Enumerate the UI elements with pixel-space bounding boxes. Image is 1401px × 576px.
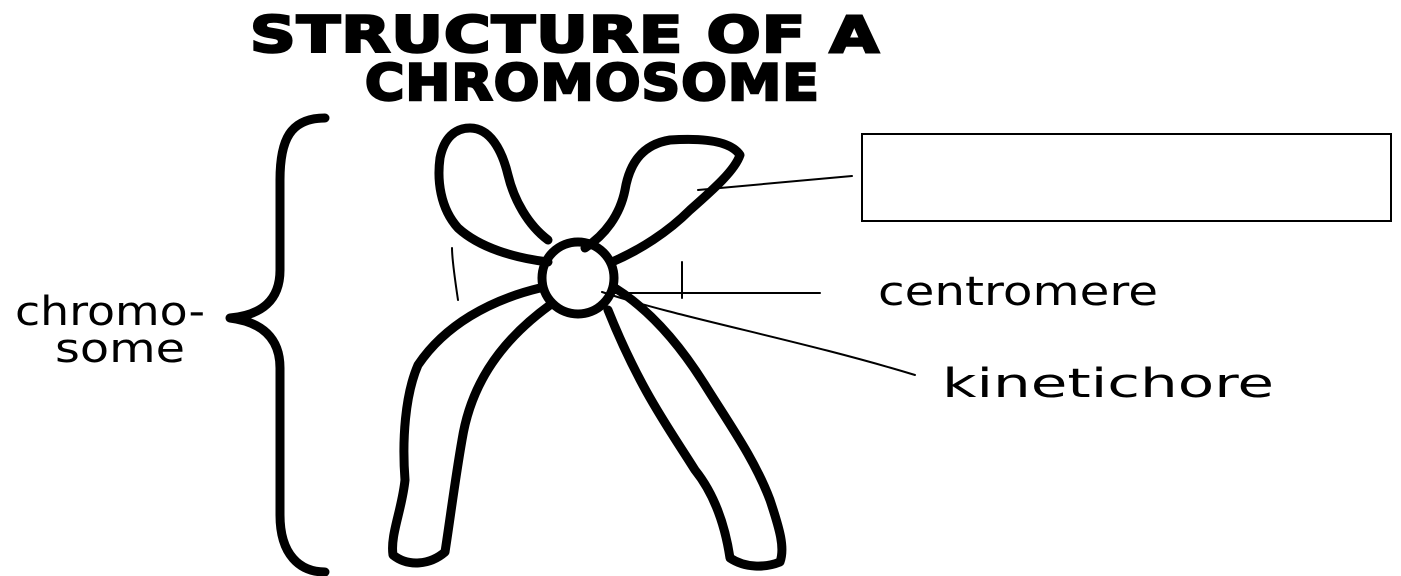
lower-left-arm xyxy=(393,288,550,563)
label-kinetochore: kinetichore xyxy=(942,361,1274,407)
chromosome-brace xyxy=(230,118,325,572)
lower-right-arm xyxy=(608,288,782,566)
label-centromere: centromere xyxy=(878,269,1158,315)
upper-right-arm xyxy=(585,139,740,262)
label-chromosome-line-2: some xyxy=(55,326,185,372)
blank-label-box[interactable] xyxy=(862,134,1391,221)
upper-left-arm xyxy=(439,128,548,262)
kinetochore-pointer-line xyxy=(602,292,915,375)
title-line-2: CHROMOSOME xyxy=(365,54,820,112)
centromere-circle xyxy=(542,242,614,314)
left-chromatid-line xyxy=(452,248,458,300)
